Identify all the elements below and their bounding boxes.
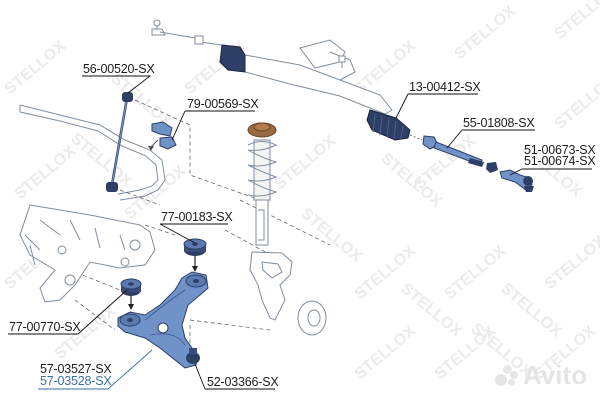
label-control-arm-right[interactable]: 57-03528-SX [40, 374, 112, 388]
label-tie-rod-end-2: 51-00674-SX [524, 154, 596, 168]
steering-knuckle [249, 251, 293, 321]
avito-text: Avito [523, 360, 588, 390]
steering-boot [366, 109, 411, 141]
label-stabilizer-bushing: 79-00569-SX [187, 97, 259, 111]
label-axial-tie-rod: 55-01808-SX [463, 116, 535, 130]
stabilizer-bar [19, 104, 166, 201]
ball-joint [186, 348, 200, 364]
label-steering-boot: 13-00412-SX [409, 80, 481, 94]
label-control-arm-left: 57-03527-SX [40, 362, 112, 376]
wheel-hub [297, 300, 327, 336]
jam-nut [486, 162, 498, 173]
stabilizer-bushing [148, 121, 177, 151]
svg-text:STELLOX: STELLOX [107, 70, 175, 131]
svg-text:STELLOX: STELLOX [297, 205, 365, 266]
stabilizer-link [106, 92, 133, 192]
svg-text:STELLOX: STELLOX [2, 37, 70, 98]
svg-text:STELLOX: STELLOX [67, 130, 135, 191]
steering-rack [151, 19, 393, 115]
lower-control-arm [117, 271, 209, 369]
label-ball-joint: 52-03366-SX [207, 375, 279, 389]
arm-bushing-front [120, 278, 142, 310]
steering-boot-left [219, 44, 246, 73]
avito-logo-icon [495, 364, 519, 387]
subframe [19, 204, 156, 303]
label-tie-rod-end-1: 51-00673-SX [524, 143, 596, 157]
axial-tie-rod [422, 135, 484, 167]
label-stabilizer-link: 56-00520-SX [83, 62, 155, 76]
svg-text:STELLOX: STELLOX [352, 322, 420, 383]
label-arm-bushing-rear: 77-00183-SX [161, 210, 233, 224]
tie-rod-end [499, 169, 534, 192]
svg-text:STELLOX: STELLOX [542, 232, 600, 293]
arm-bushing-rear [183, 238, 207, 272]
svg-text:STELLOX: STELLOX [452, 2, 520, 63]
strut-spring-assembly [247, 122, 278, 246]
avito-watermark: Avito [495, 360, 587, 391]
svg-text:STELLOX: STELLOX [12, 142, 80, 203]
leader-lines [8, 75, 592, 390]
svg-text:STELLOX: STELLOX [552, 0, 600, 43]
svg-text:STELLOX: STELLOX [272, 132, 340, 193]
label-arm-bushing-front: 77-00770-SX [9, 320, 81, 334]
svg-text:STELLOX: STELLOX [552, 72, 600, 133]
